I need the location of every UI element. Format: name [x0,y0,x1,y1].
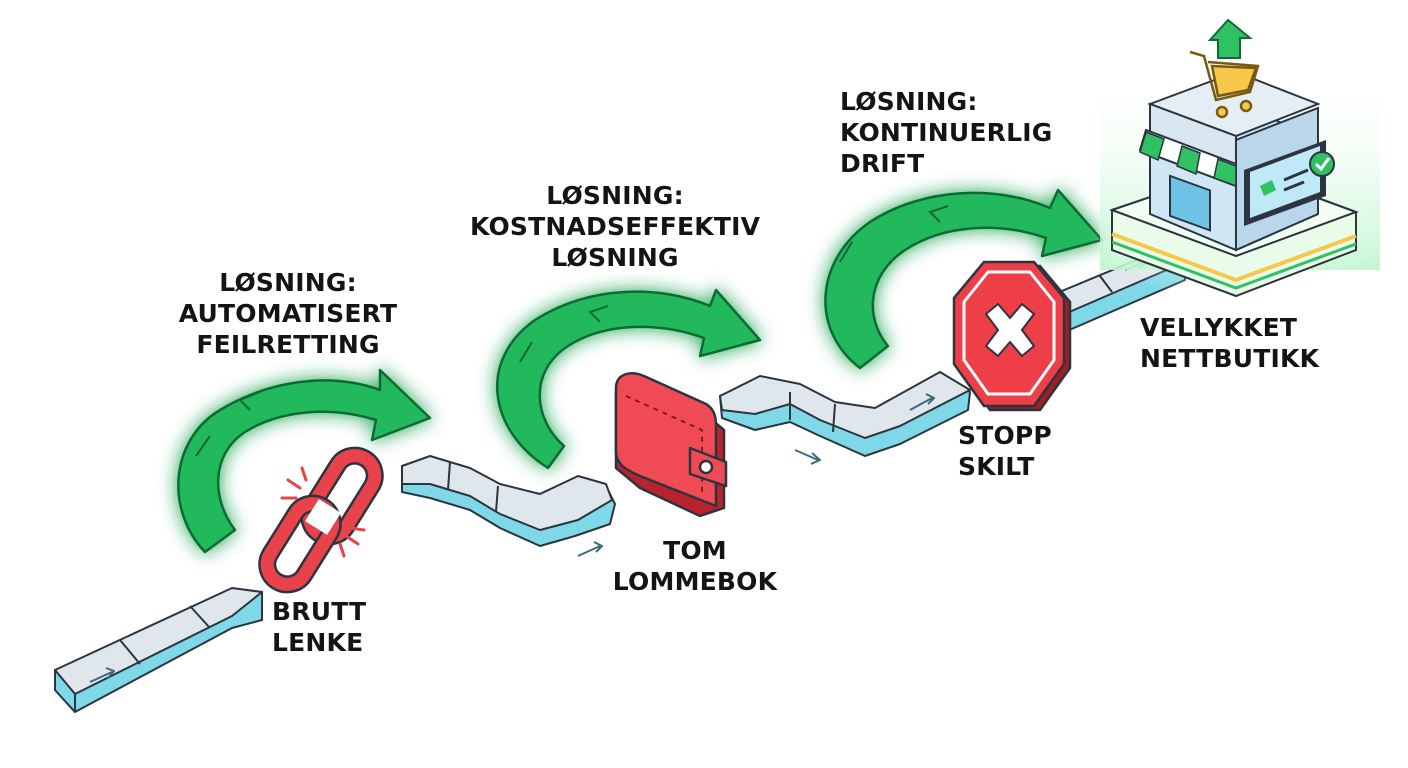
online-store-icon [1086,18,1386,302]
broken-chain-link-icon [258,446,384,594]
goal-label: VELLYKKET NETTBUTIKK [1140,312,1355,374]
obstacle-line: LOMMEBOK [612,567,778,596]
solution-label-cost-effective: LØSNING: KOSTNADSEFFEKTIV LØSNING [470,180,760,273]
solution-line: DRIFT [840,149,925,178]
solution-line: FEILRETTING [196,330,380,359]
solution-line: KOSTNADSEFFEKTIV [470,212,761,241]
solution-heading: LØSNING: [546,181,684,210]
solution-label-continuous-ops: LØSNING: KONTINUERLIG DRIFT [840,86,1060,179]
obstacle-label-empty-wallet: TOM LOMMEBOK [600,535,790,597]
obstacle-line: STOPP [958,421,1052,450]
curved-green-arrow-icon-2 [495,288,762,470]
goal-line: VELLYKKET [1140,313,1298,342]
obstacle-label-stop-sign: STOPP SKILT [958,420,1078,482]
shopping-cart-icon [1189,50,1260,119]
empty-wallet-icon [614,372,728,518]
solution-heading: LØSNING: [840,87,978,116]
obstacle-label-broken-link: BRUTT LENKE [272,596,392,658]
growth-arrow-icon [1207,18,1253,59]
path-segment-middle [401,455,616,557]
path-segment-start [54,587,263,713]
solution-line: LØSNING [551,243,679,272]
obstacle-line: SKILT [958,452,1035,481]
obstacle-line: BRUTT [272,597,367,626]
solution-line: AUTOMATISERT [178,299,398,328]
obstacle-line: LENKE [272,628,364,657]
solution-heading: LØSNING: [219,268,357,297]
path-segment-third [719,371,971,465]
solution-line: KONTINUERLIG [840,118,1053,147]
obstacle-line: TOM [663,536,727,565]
curved-green-arrow-icon-3 [824,188,1104,370]
stop-sign-icon [952,260,1072,412]
goal-line: NETTBUTIKK [1140,344,1320,373]
curved-green-arrow-icon-1 [177,368,432,554]
solution-label-automated-fix: LØSNING: AUTOMATISERT FEILRETTING [168,267,408,360]
